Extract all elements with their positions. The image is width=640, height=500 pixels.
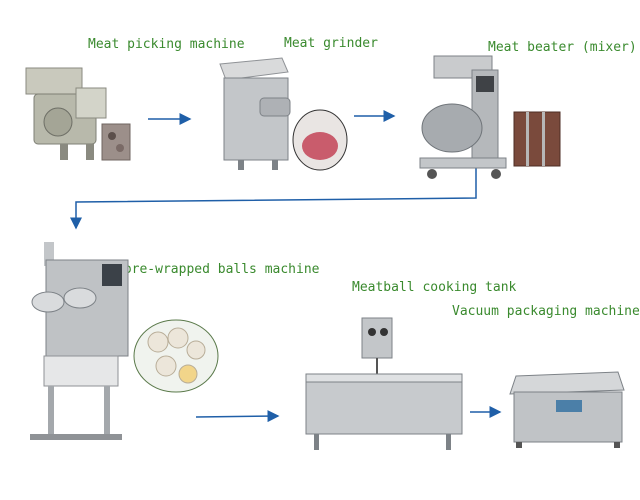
meat-picking-machine-icon (25, 67, 131, 161)
meat-beater-mixer-icon (419, 55, 561, 179)
label-vacuum-packaging-machine: Vacuum packaging machine (452, 304, 640, 319)
arrow-core-to-cooking (195, 410, 280, 423)
label-meat-picking-machine: Meat picking machine (88, 37, 245, 52)
vacuum-packaging-machine-icon (509, 371, 625, 448)
meat-grinder-icon (219, 57, 348, 171)
label-meat-grinder: Meat grinder (284, 36, 378, 51)
label-meat-beater: Meat beater (mixer) (488, 40, 637, 55)
core-wrapped-balls-machine-icon (30, 242, 219, 440)
arrow-beater-to-core (70, 160, 477, 230)
label-meatball-cooking-tank: Meatball cooking tank (352, 280, 517, 295)
label-core-wrapped-balls-machine: Core-wrapped balls machine (116, 262, 320, 277)
meatball-cooking-tank-icon (305, 317, 463, 450)
